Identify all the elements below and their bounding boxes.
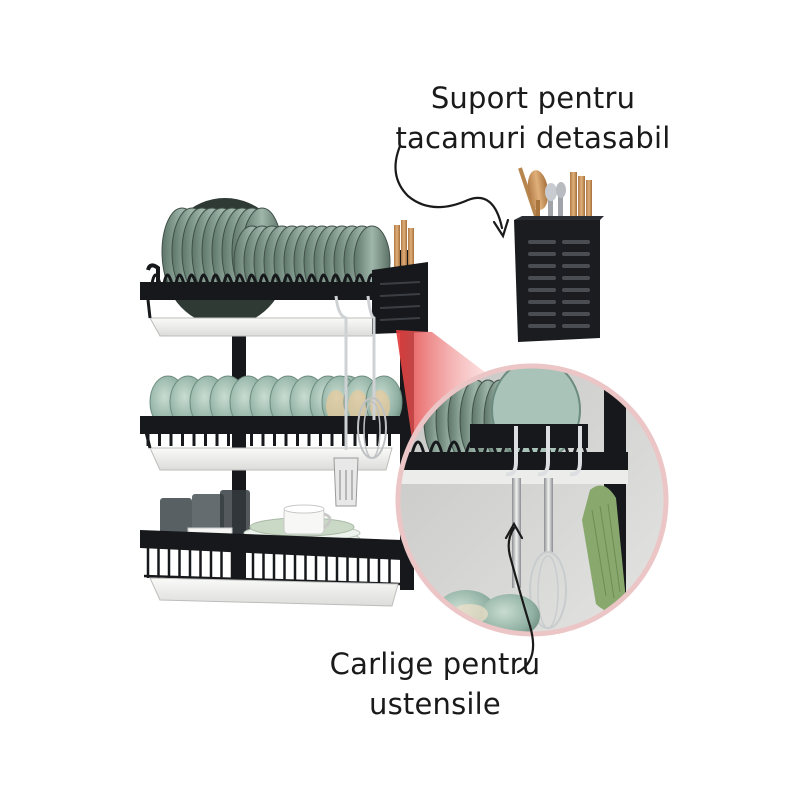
caption-line: tacamuri detasabil xyxy=(395,121,671,155)
top-tier-plates xyxy=(161,198,391,326)
hook xyxy=(537,426,550,477)
arrow-curve-icon xyxy=(394,144,510,239)
arrow-curve-icon xyxy=(504,521,535,674)
dish-rack xyxy=(140,198,428,607)
caption-line: Carlige pentru xyxy=(329,647,541,681)
hanging-utensils xyxy=(333,295,387,507)
caption-utensil-hooks: Carlige pentru ustensile xyxy=(300,644,570,724)
rack-utensil-holder xyxy=(372,220,428,334)
caption-cutlery-holder: Suport pentru tacamuri detasabil xyxy=(388,78,678,158)
hook xyxy=(569,426,582,477)
hook xyxy=(505,426,518,477)
zoom-lens-icon xyxy=(395,363,669,637)
detachable-cutlery-holder xyxy=(514,167,604,342)
caption-line: ustensile xyxy=(369,687,501,721)
middle-tier-bowls xyxy=(149,375,403,429)
caption-line: Suport pentru xyxy=(430,81,636,115)
